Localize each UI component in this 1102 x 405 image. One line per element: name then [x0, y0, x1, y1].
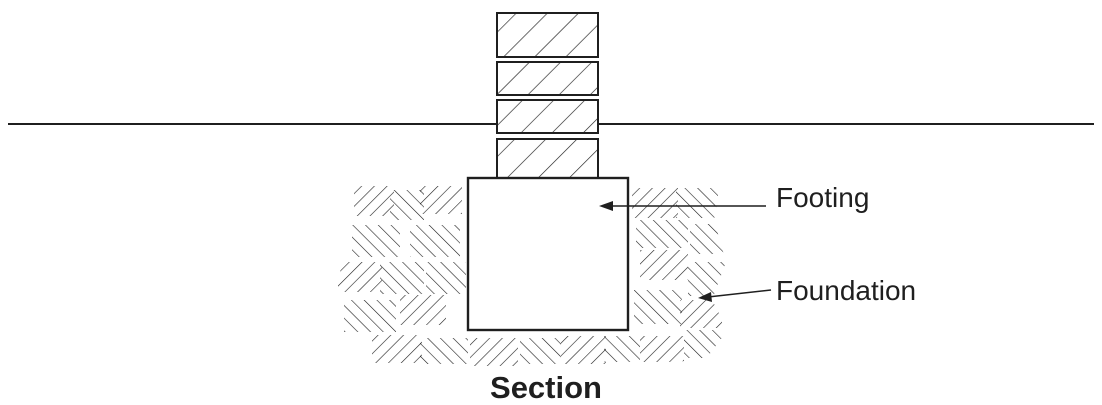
- foundation-label: Foundation: [776, 275, 916, 306]
- foundation-arrowhead: [698, 292, 712, 302]
- footing-arrowhead: [599, 201, 613, 211]
- brick-3: [496, 99, 599, 134]
- brick-column: [496, 12, 599, 180]
- footing-leader: [599, 201, 766, 211]
- brick-1: [496, 12, 599, 58]
- foundation-leader: [698, 289, 772, 302]
- section-caption: Section: [490, 370, 602, 405]
- brick-2: [496, 61, 599, 96]
- brick-4: [496, 138, 599, 180]
- footing-label: Footing: [776, 182, 869, 213]
- soil-foundation: [338, 186, 726, 366]
- footing-block: [466, 176, 630, 332]
